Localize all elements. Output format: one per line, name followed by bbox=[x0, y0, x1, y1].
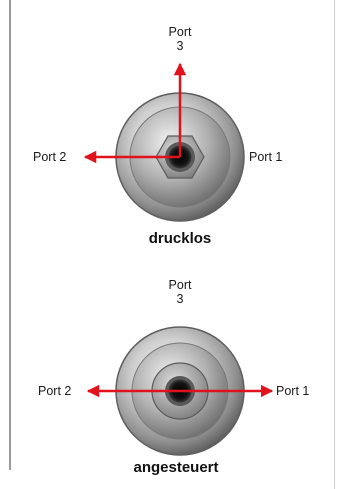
valve-2-port3-label-line1: Port bbox=[169, 278, 192, 292]
valve-2-port3-label-line2: 3 bbox=[177, 292, 184, 306]
valve-1-caption: drucklos bbox=[149, 230, 212, 247]
valve-2-port1-label: Port 1 bbox=[276, 384, 309, 398]
valve-1-port2-label: Port 2 bbox=[33, 150, 66, 164]
valve-angesteuert: Port 3 Port 2 Port 1 angesteuert bbox=[38, 278, 309, 476]
valve-2-caption: angesteuert bbox=[133, 459, 218, 476]
frame-right-border bbox=[334, 0, 335, 489]
frame-left-border bbox=[9, 0, 11, 470]
valve-1-port3-label-line1: Port bbox=[169, 25, 192, 39]
valve-drucklos: Port 3 Port 2 Port 1 drucklos bbox=[33, 25, 282, 247]
valve-1-port1-label: Port 1 bbox=[249, 150, 282, 164]
valve-1-flow-arrows bbox=[83, 62, 187, 164]
valve-1-port3-label-line2: 3 bbox=[177, 39, 184, 53]
valve-2-port2-label: Port 2 bbox=[38, 384, 71, 398]
